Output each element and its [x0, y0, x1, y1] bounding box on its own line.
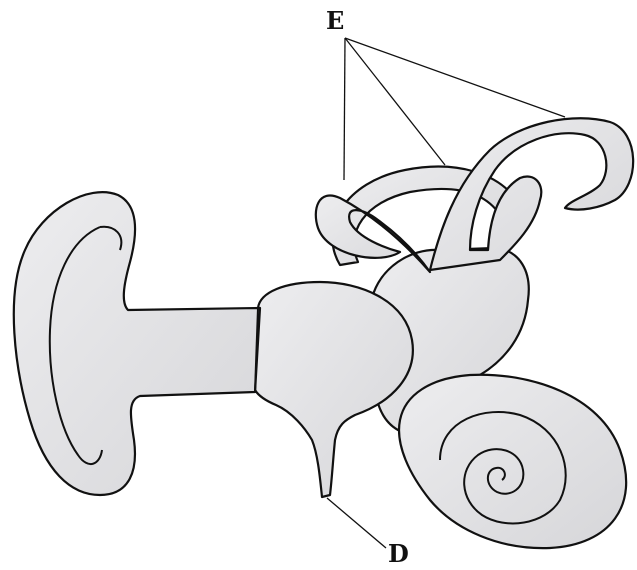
label-e: E: [326, 9, 344, 33]
label-d-leader: [327, 498, 386, 548]
label-e-leaders: [344, 38, 565, 180]
lateral-canal: [430, 118, 633, 270]
label-d: D: [388, 542, 409, 566]
middle-ear: [255, 282, 413, 497]
cochlea: [399, 375, 626, 548]
